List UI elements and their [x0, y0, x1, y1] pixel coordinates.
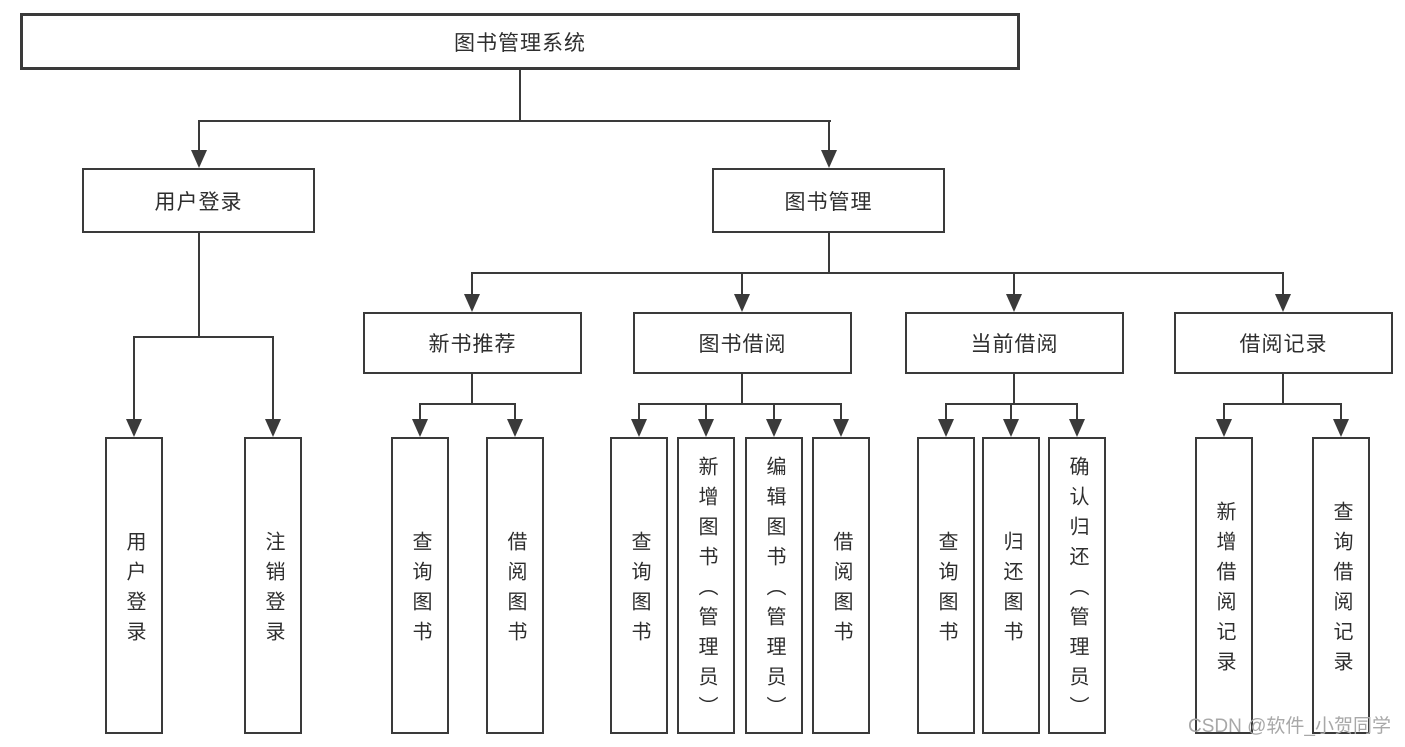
node-borrowing-records: 借阅记录 [1174, 312, 1393, 374]
leaf-label: 借阅图书 [504, 530, 526, 651]
leaf-confirm-return-admin: 确认归还（管理员） [1048, 437, 1106, 734]
connector-stem-user-login [198, 121, 200, 151]
connector-stem-leaf-user-login [133, 337, 135, 420]
leaf-label: 查询图书 [409, 530, 431, 651]
connector-stem-leaf [705, 404, 707, 420]
arrow-down-leaf [412, 419, 428, 437]
arrow-down-book-management [821, 150, 837, 168]
leaf-add-borrow-record: 新增借阅记录 [1195, 437, 1253, 734]
leaf-query-borrow-record: 查询借阅记录 [1312, 437, 1370, 734]
node-new-book-recommendation: 新书推荐 [363, 312, 582, 374]
connector-new-book-trunk [471, 374, 473, 404]
connector-root-trunk [519, 70, 521, 121]
leaf-label: 用户登录 [123, 530, 145, 651]
arrow-down-leaf-logout [265, 419, 281, 437]
arrow-down-current-borrowing [1006, 294, 1022, 312]
leaf-borrow-books-recommend: 借阅图书 [486, 437, 544, 734]
arrow-down-leaf [1216, 419, 1232, 437]
connector-stem-leaf [1340, 404, 1342, 420]
connector-stem-leaf [638, 404, 640, 420]
csdn-watermark: CSDN @软件_小贺同学 [1188, 716, 1391, 737]
leaf-label: 确认归还（管理员） [1066, 455, 1088, 726]
connector-stem-leaf [419, 404, 421, 420]
leaf-label: 查询图书 [628, 530, 650, 651]
connector-current-borrowing-trunk [1013, 374, 1015, 404]
connector-borrowing-records-split [1223, 403, 1342, 405]
arrow-down-leaf [938, 419, 954, 437]
connector-stem-book-borrowing [741, 273, 743, 295]
leaf-return-books: 归还图书 [982, 437, 1040, 734]
leaf-edit-books-admin: 编辑图书（管理员） [745, 437, 803, 734]
connector-borrowing-records-trunk [1282, 374, 1284, 404]
connector-new-book-split [419, 403, 516, 405]
arrow-down-leaf [1333, 419, 1349, 437]
arrow-down-leaf [507, 419, 523, 437]
arrow-down-leaf [1069, 419, 1085, 437]
arrow-down-leaf [631, 419, 647, 437]
leaf-user-login: 用户登录 [105, 437, 163, 734]
leaf-label: 借阅图书 [830, 530, 852, 651]
leaf-add-books-admin: 新增图书（管理员） [677, 437, 735, 734]
connector-stem-leaf [1076, 404, 1078, 420]
connector-stem-leaf [514, 404, 516, 420]
arrow-down-leaf [1003, 419, 1019, 437]
connector-stem-leaf [773, 404, 775, 420]
leaf-label: 新增借阅记录 [1213, 500, 1235, 681]
connector-stem-book-management [828, 121, 830, 151]
leaf-query-books-borrowing: 查询图书 [610, 437, 668, 734]
arrow-down-book-borrowing [734, 294, 750, 312]
leaf-query-books-current: 查询图书 [917, 437, 975, 734]
connector-user-login-split [133, 336, 274, 338]
arrow-down-leaf [766, 419, 782, 437]
arrow-down-borrowing-records [1275, 294, 1291, 312]
node-book-management: 图书管理 [712, 168, 945, 233]
leaf-label: 查询借阅记录 [1330, 500, 1352, 681]
connector-stem-current-borrowing [1013, 273, 1015, 295]
arrow-down-leaf-user-login [126, 419, 142, 437]
leaf-query-books-recommend: 查询图书 [391, 437, 449, 734]
arrow-down-leaf [833, 419, 849, 437]
node-user-login: 用户登录 [82, 168, 315, 233]
connector-stem-leaf [840, 404, 842, 420]
connector-user-login-trunk [198, 233, 200, 337]
node-book-management-system: 图书管理系统 [20, 13, 1020, 70]
arrow-down-new-book [464, 294, 480, 312]
connector-stem-leaf [945, 404, 947, 420]
connector-stem-new-book [471, 273, 473, 295]
leaf-logout: 注销登录 [244, 437, 302, 734]
leaf-label: 新增图书（管理员） [695, 455, 717, 726]
arrow-down-leaf [698, 419, 714, 437]
leaf-label: 查询图书 [935, 530, 957, 651]
leaf-label: 注销登录 [262, 530, 284, 651]
connector-stem-leaf [1010, 404, 1012, 420]
connector-stem-borrowing-records [1282, 273, 1284, 295]
connector-book-borrowing-trunk [741, 374, 743, 404]
node-book-borrowing: 图书借阅 [633, 312, 852, 374]
connector-root-split [198, 120, 831, 122]
connector-book-borrowing-split [638, 403, 842, 405]
leaf-borrow-books-borrowing: 借阅图书 [812, 437, 870, 734]
connector-book-management-trunk [828, 233, 830, 273]
arrow-down-user-login [191, 150, 207, 168]
connector-stem-leaf-logout [272, 337, 274, 420]
connector-stem-leaf [1223, 404, 1225, 420]
leaf-label: 编辑图书（管理员） [763, 455, 785, 726]
connector-book-management-split [471, 272, 1284, 274]
leaf-label: 归还图书 [1000, 530, 1022, 651]
node-current-borrowing: 当前借阅 [905, 312, 1124, 374]
